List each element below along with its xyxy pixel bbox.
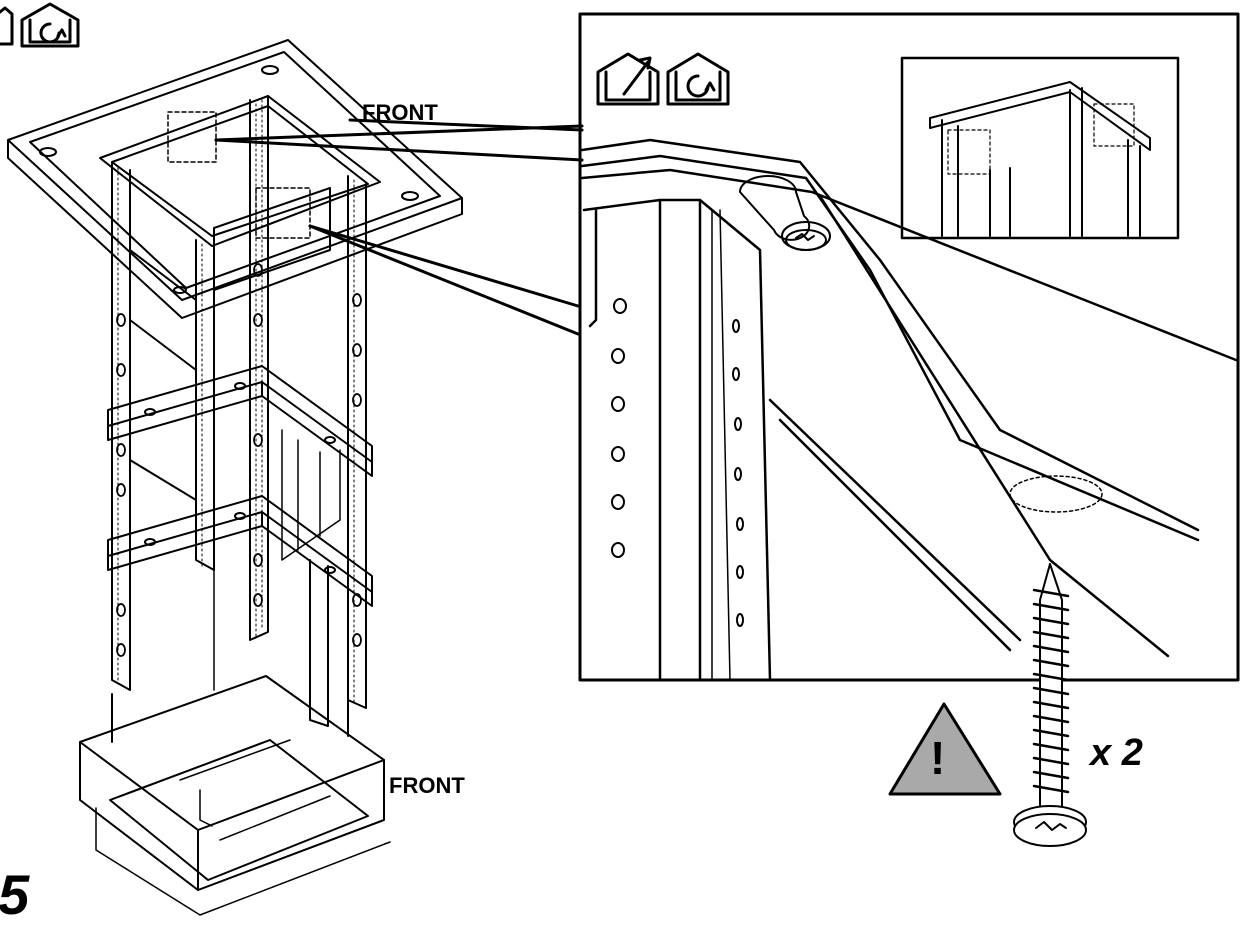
- magnified-holes: [611, 298, 744, 627]
- zoom-connectors: [214, 118, 584, 336]
- magnified-plate: [580, 138, 1238, 658]
- magnified-rail: [582, 198, 772, 682]
- zoom-panel: [578, 12, 1240, 682]
- front-label-ceiling: FRONT: [362, 100, 438, 125]
- inner-panels: [213, 429, 341, 691]
- rail-holes: [116, 263, 362, 657]
- warning-triangle-icon: [888, 702, 1002, 796]
- lower-bracket: [107, 495, 373, 607]
- warning-exclamation: !: [930, 732, 946, 784]
- house-recirculation-icon: [20, 2, 80, 48]
- vertical-rails: [111, 95, 367, 727]
- screw-icon: [1013, 563, 1087, 847]
- upper-bracket: [107, 365, 373, 477]
- inset-view: [900, 56, 1180, 240]
- step-number: 5: [0, 863, 30, 926]
- front-label-box: FRONT: [389, 773, 465, 798]
- screw-quantity: x 2: [1090, 732, 1143, 774]
- house-exhaust-icon: [596, 52, 660, 106]
- house-tool-icon: [0, 6, 14, 46]
- ceiling-plate: [7, 39, 463, 319]
- bottom-box: [79, 675, 391, 916]
- house-recirculation-icon: [666, 52, 730, 106]
- keyhole-slot: [739, 175, 831, 251]
